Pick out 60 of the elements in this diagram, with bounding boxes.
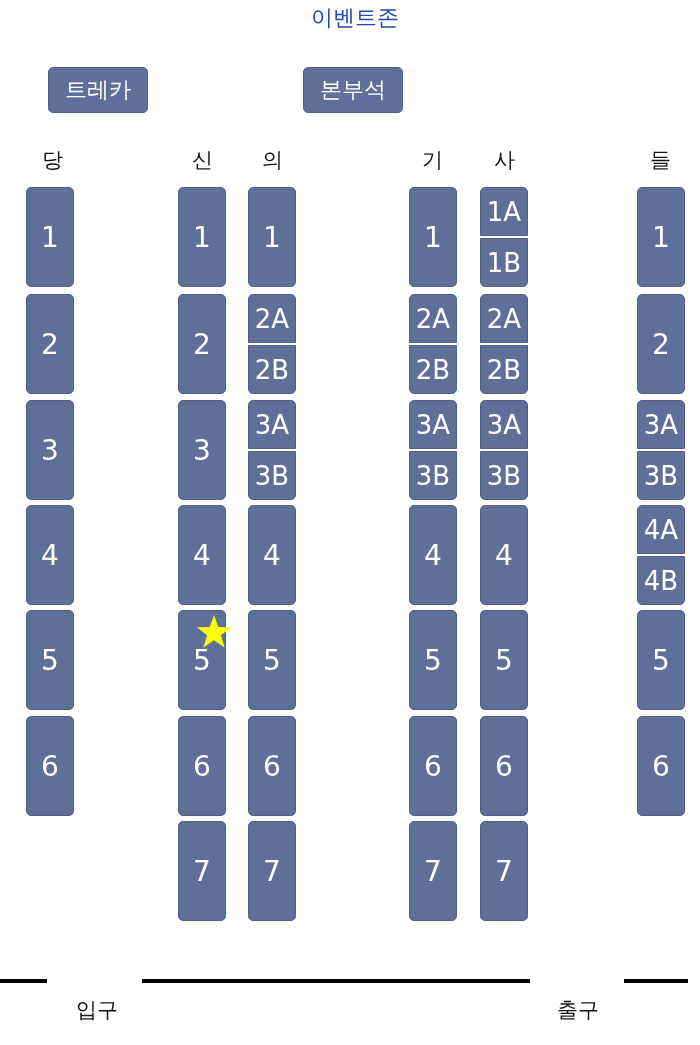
column-heading: 신	[191, 147, 213, 174]
booth: 1A	[480, 187, 528, 236]
booth: 1	[178, 187, 226, 287]
booth: 3A	[480, 400, 528, 449]
booth: 2	[637, 294, 685, 394]
booth: 6	[26, 716, 74, 816]
booth: 3A	[248, 400, 296, 449]
booth: 4A	[637, 505, 685, 554]
booth: 3B	[409, 451, 457, 500]
booth: 2A	[248, 294, 296, 343]
column-heading: 기	[421, 147, 443, 174]
booth: 3B	[248, 451, 296, 500]
booth: 5	[178, 610, 226, 710]
area-tile: 트레카	[48, 67, 148, 113]
booth: 1B	[480, 238, 528, 287]
column-heading: 의	[261, 147, 283, 174]
column-heading: 들	[649, 147, 671, 174]
booth: 5	[26, 610, 74, 710]
booth: 5	[637, 610, 685, 710]
booth: 2B	[409, 345, 457, 394]
booth: 3	[26, 400, 74, 500]
booth: 2	[178, 294, 226, 394]
zone-title: 이벤트존	[311, 4, 399, 32]
booth: 6	[480, 716, 528, 816]
booth: 4	[409, 505, 457, 605]
area-tile: 본부석	[303, 67, 403, 113]
booth: 1	[248, 187, 296, 287]
booth: 3B	[480, 451, 528, 500]
booth: 4	[248, 505, 296, 605]
column-heading: 사	[493, 147, 515, 174]
booth: 2	[26, 294, 74, 394]
booth: 2A	[409, 294, 457, 343]
booth: 2A	[480, 294, 528, 343]
booth: 2B	[480, 345, 528, 394]
booth: 3	[178, 400, 226, 500]
booth: 6	[248, 716, 296, 816]
booth: 6	[409, 716, 457, 816]
booth: 4B	[637, 556, 685, 605]
booth: 5	[480, 610, 528, 710]
booth: 6	[178, 716, 226, 816]
booth: 1	[409, 187, 457, 287]
booth: 7	[409, 821, 457, 921]
booth: 4	[480, 505, 528, 605]
column-heading: 당	[41, 147, 63, 174]
booth: 4	[26, 505, 74, 605]
booth: 7	[480, 821, 528, 921]
booth: 5	[409, 610, 457, 710]
booth: 3A	[637, 400, 685, 449]
booth: 5	[248, 610, 296, 710]
booth: 1	[26, 187, 74, 287]
booth: 6	[637, 716, 685, 816]
booth: 3B	[637, 451, 685, 500]
booth: 2B	[248, 345, 296, 394]
door-label: 출구	[557, 997, 599, 1024]
booth: 3A	[409, 400, 457, 449]
booth: 7	[248, 821, 296, 921]
door-label: 입구	[76, 997, 118, 1024]
booth: 4	[178, 505, 226, 605]
booth: 7	[178, 821, 226, 921]
booth: 1	[637, 187, 685, 287]
